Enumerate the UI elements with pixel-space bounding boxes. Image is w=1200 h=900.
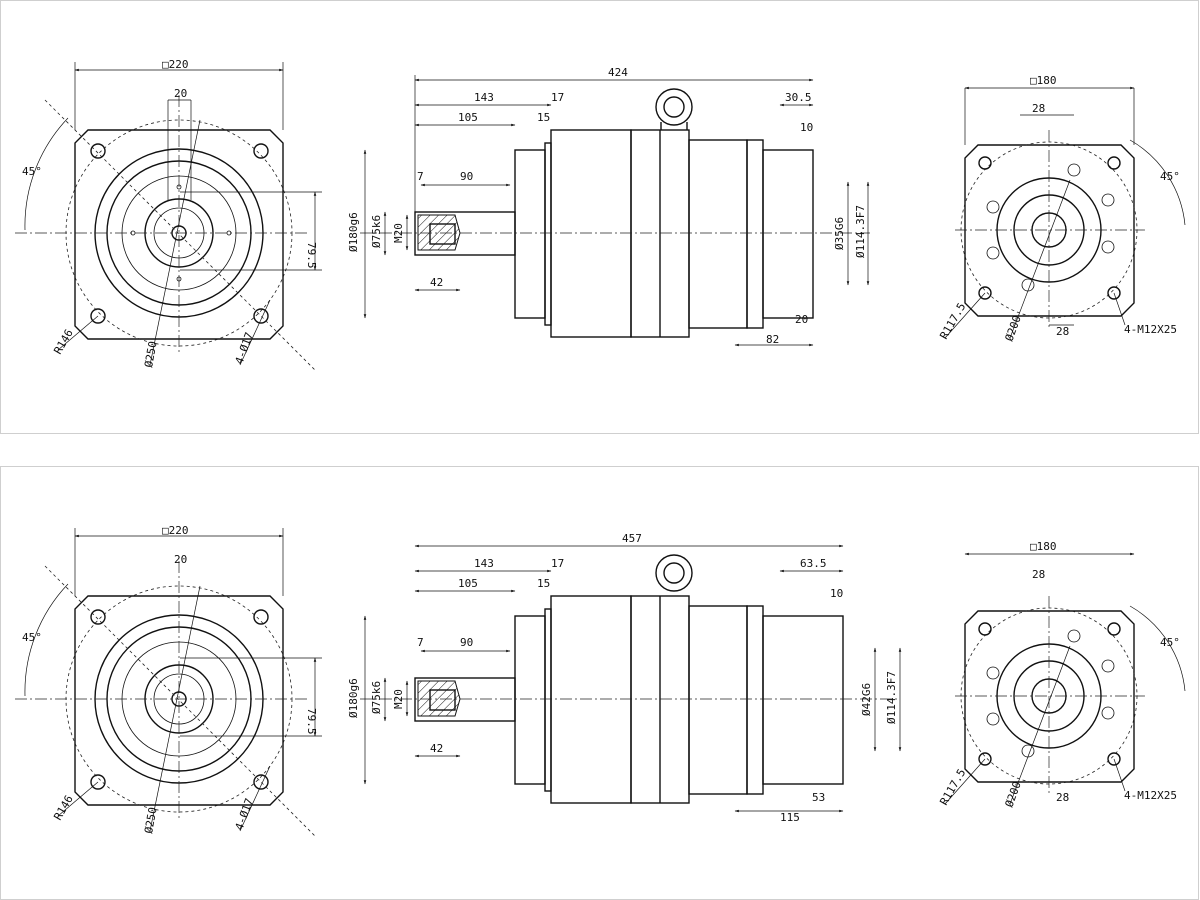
rear-thread-label: 4-M12X25 [1124,323,1177,336]
side-90-label: 90 [460,170,473,183]
front-mount-hole [253,143,269,159]
side-adapter-body [762,149,814,319]
rear-angle-label: 45° [1160,636,1180,649]
side-42-label: 42 [430,276,443,289]
side-bottom-len-label: 115 [780,811,800,824]
rear-bottom-offset-label: 28 [1056,791,1069,804]
side-adapter-step-label: 10 [800,121,813,134]
side-flange-step [544,142,552,326]
side-17-label: 17 [551,91,564,104]
rear-corner-hole [1107,156,1121,170]
side-adapter-step-label: 10 [830,587,843,600]
side-15-label: 15 [537,577,550,590]
rear-angle-label: 45° [1160,170,1180,183]
rear-thread-label: 4-M12X25 [1124,789,1177,802]
front-view [15,528,322,837]
side-bottom-small-label: 53 [812,791,825,804]
rear-square-label: □180 [1030,74,1057,87]
rear-radius-label: R117.5 [937,767,968,808]
rear-bolt-hole [1067,163,1081,177]
side-pilot-label: Ø114.3F7 [854,205,867,258]
front-flange-outline [74,129,284,340]
rear-top-offset-label: 28 [1032,102,1045,115]
front-mount-hole [90,308,106,324]
front-mount-hole [253,308,269,324]
rear-flange-outline [964,144,1135,317]
side-180-label: Ø180g6 [347,212,360,252]
side-15-label: 15 [537,111,550,124]
front-holes-label: 4-Ø17 [233,796,257,832]
front-radius-label: R146 [51,327,76,356]
rear-pcd-label: Ø200 [1003,314,1024,343]
front-radius-label: R146 [51,793,76,822]
side-view [360,544,902,813]
rear-view [944,86,1186,339]
front-mount-hole [90,143,106,159]
rear-top-offset-label: 28 [1032,568,1045,581]
side-17-label: 17 [551,557,564,570]
front-pcd-label: Ø250 [142,806,159,834]
lifting-eye-outer [655,88,693,126]
front-view [15,62,322,371]
front-angle-label: 45° [22,631,42,644]
side-143-label: 143 [474,91,494,104]
rear-bolt-hole [986,200,1000,214]
side-bore-label: Ø35G6 [833,217,846,250]
side-75-label: Ø75k6 [370,681,383,714]
side-thread-label: M20 [392,223,405,243]
side-body-front [550,129,632,338]
panel-drawing-upper [15,62,1186,371]
side-90-label: 90 [460,636,473,649]
front-angle-label: 45° [22,165,42,178]
front-diagonal [44,99,316,371]
rear-corner-hole [978,156,992,170]
side-pilot-label: Ø114.3F7 [885,671,898,724]
side-bottom-small-label: 20 [795,313,808,326]
side-105-label: 105 [458,111,478,124]
front-offset-label: 20 [174,87,187,100]
side-view [360,75,870,347]
rear-bolt-hole [1101,240,1115,254]
side-adapter-len-label: 30.5 [785,91,812,104]
side-143-label: 143 [474,557,494,570]
side-42-label: 42 [430,742,443,755]
side-7-label: 7 [417,636,424,649]
side-105-label: 105 [458,577,478,590]
side-7-label: 7 [417,170,424,183]
rear-corner-hole [1107,286,1121,300]
front-holes-label: 4-Ø17 [233,330,257,366]
rear-square-label: □180 [1030,540,1057,553]
front-height-label: 79.5 [305,242,318,269]
side-total-label: 457 [622,532,642,545]
side-adapter-len-label: 63.5 [800,557,827,570]
rear-bottom-offset-label: 28 [1056,325,1069,338]
lifting-eye-inner [663,96,685,118]
front-height-label: 79.5 [305,708,318,735]
rear-corner-hole [978,286,992,300]
front-offset-label: 20 [174,553,187,566]
side-body-rear [688,139,748,329]
front-pcd-label: Ø250 [142,340,159,368]
side-flange-front [514,149,546,319]
rear-view [944,552,1186,805]
panel-drawing-lower [15,528,1186,837]
rear-radius-label: R117.5 [937,301,968,342]
rear-bolt-hole [986,246,1000,260]
rear-bolt-hole [1101,193,1115,207]
side-bottom-len-label: 82 [766,333,779,346]
front-square-label: □220 [162,58,189,71]
rear-pcd-label: Ø200 [1003,780,1024,809]
side-75-label: Ø75k6 [370,215,383,248]
side-adapter-flange [746,139,764,329]
side-total-label: 424 [608,66,628,79]
front-square-label: □220 [162,524,189,537]
side-threaded-section [417,214,461,251]
side-thread-label: M20 [392,689,405,709]
side-180-label: Ø180g6 [347,678,360,718]
side-bore-label: Ø42G6 [860,683,873,716]
rear-bolt-hole [1021,278,1035,292]
